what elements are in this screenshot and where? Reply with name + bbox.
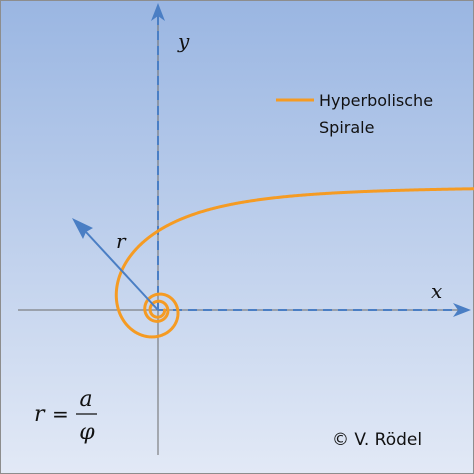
x-axis-label: x (431, 279, 442, 303)
formula-numerator: a (79, 387, 92, 412)
legend-label-line2: Spirale (319, 118, 374, 137)
radius-label: r (116, 229, 127, 253)
spiral-formula: r = a φ (34, 387, 97, 445)
formula-equals: = (52, 402, 69, 426)
x-axis-arrowhead (453, 303, 471, 317)
y-axis-label: y (177, 29, 190, 53)
formula-denominator: φ (79, 420, 95, 445)
formula-lhs: r (34, 402, 46, 427)
radius-vector (85, 231, 159, 311)
radius-arrowhead (72, 218, 93, 239)
legend-label-line1: Hyperbolische (319, 91, 433, 110)
y-axis-arrowhead (151, 3, 165, 21)
copyright-notice: © V. Rödel (332, 430, 422, 450)
hyperbolic-spiral-curve (114, 187, 474, 339)
